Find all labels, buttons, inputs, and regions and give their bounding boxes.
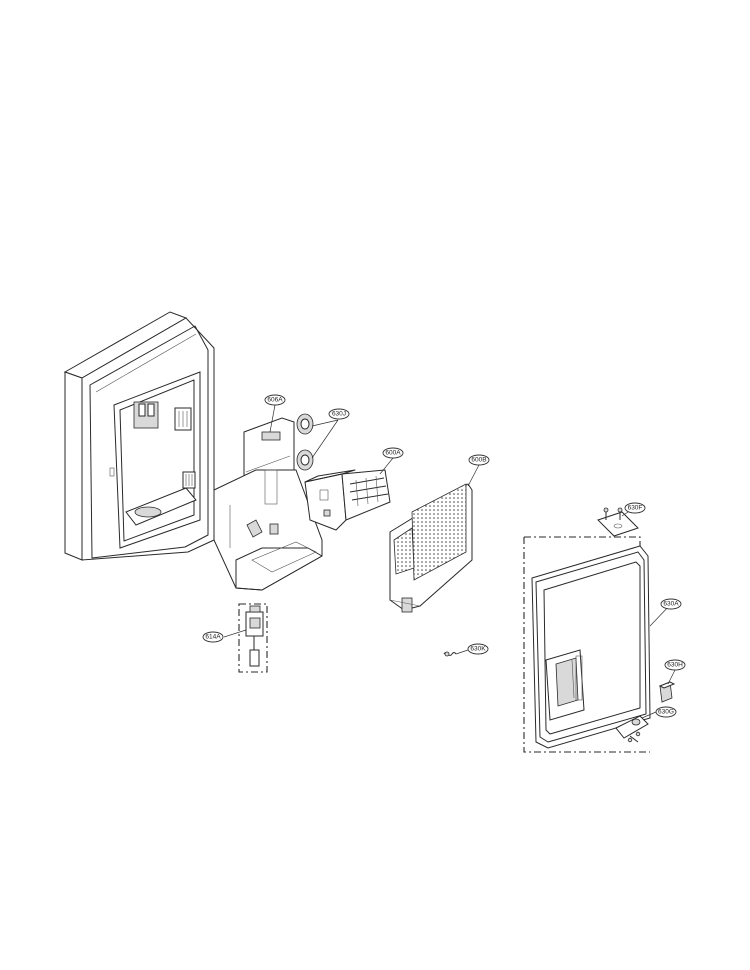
callout-630A: 630A	[660, 598, 682, 610]
callout-630G: 630G	[655, 706, 677, 718]
callout-630J: 630J	[328, 408, 350, 420]
callout-606A: 606A	[264, 394, 286, 406]
callout-630G-text: 630G	[658, 709, 674, 716]
callout-600A-text: 600A	[385, 450, 401, 457]
callout-630A-text: 630A	[663, 601, 679, 608]
spring-part	[443, 651, 457, 657]
vent-grille-upper	[174, 407, 192, 431]
callout-630H: 630H	[664, 659, 686, 671]
callout-630H-text: 630H	[667, 662, 683, 669]
ice-maker	[304, 469, 391, 531]
callout-614A-text: 614A	[205, 634, 221, 641]
hinge-cap	[658, 681, 676, 703]
callout-630F: 630F	[624, 502, 646, 514]
hinge-top	[597, 507, 639, 537]
ice-bin	[389, 483, 473, 613]
vent-grille-lower	[182, 471, 196, 489]
callout-630K: 630K	[467, 643, 489, 655]
callout-600B-text: 600B	[471, 457, 486, 464]
hinge-bottom	[615, 715, 649, 743]
gear-upper	[296, 413, 314, 435]
dispenser-housing	[213, 417, 323, 591]
callout-630J-text: 630J	[332, 411, 346, 418]
callout-600B: 600B	[468, 454, 490, 466]
auger-motor-assembly	[238, 603, 268, 673]
callout-630F-text: 630F	[628, 505, 643, 512]
refrigerator-door	[63, 311, 215, 561]
door-assembly	[523, 536, 651, 753]
callout-614A: 614A	[202, 631, 224, 643]
callout-606A-text: 606A	[267, 397, 283, 404]
callout-600A: 600A	[382, 447, 404, 459]
gear-lower	[296, 449, 314, 471]
callout-630K-text: 630K	[470, 646, 486, 653]
